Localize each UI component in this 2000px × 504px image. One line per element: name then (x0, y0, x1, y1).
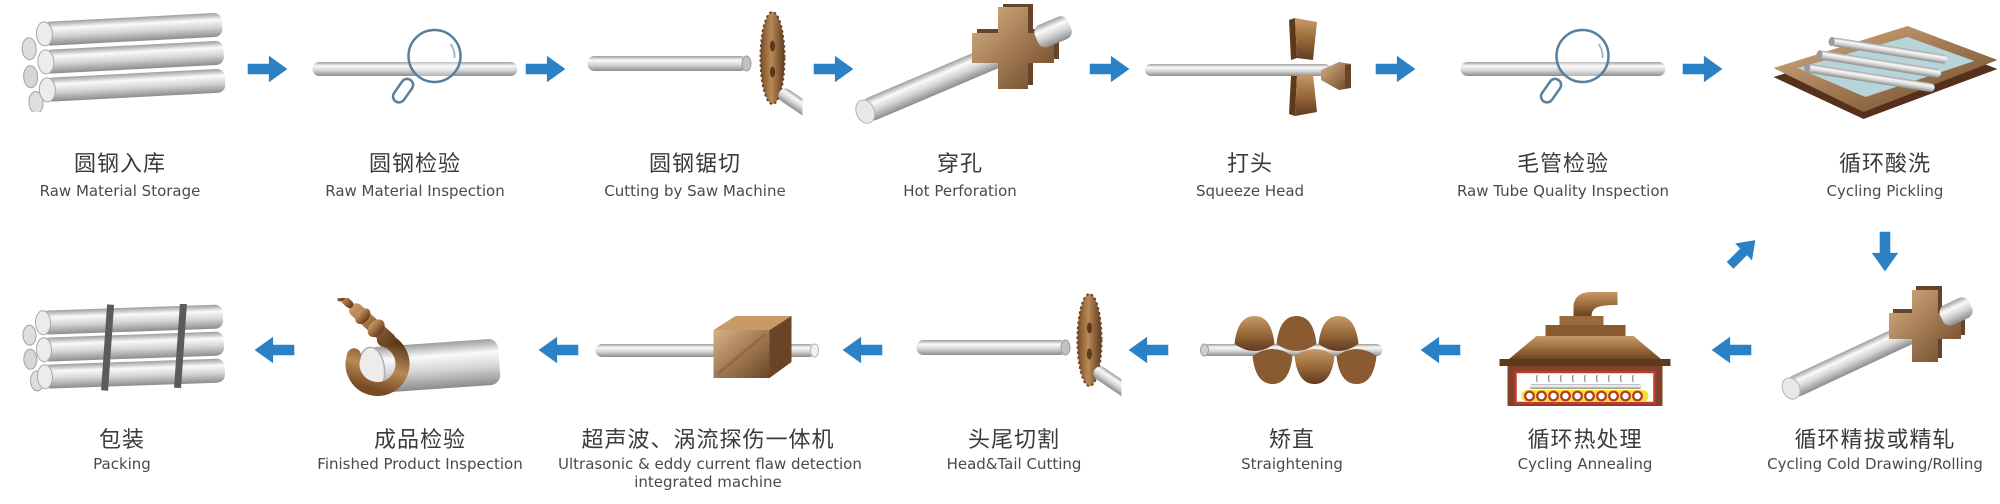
step-head-tail-cutting: 头尾切割 Head&Tail Cutting (864, 260, 1164, 504)
arrow-left-icon (253, 335, 295, 365)
annealing-furnace-icon (1488, 288, 1683, 406)
arrow-up-right-icon (1720, 230, 1766, 276)
step-title-zh: 穿孔 (936, 152, 983, 177)
packed-bundle-icon (12, 304, 232, 392)
step-title-en: Raw Material Storage (39, 182, 201, 200)
step-title-zh: 循环精拔或精轧 (1794, 428, 1956, 453)
step-raw-tube-inspection: 毛管检验 Raw Tube Quality Inspection (1413, 0, 1713, 215)
arrow-right-icon (1375, 54, 1417, 84)
piercing-die-icon (845, 4, 1075, 129)
step-cutting-by-saw: 圆钢锯切 Cutting by Saw Machine (545, 0, 845, 215)
step-title-zh: 圆钢锯切 (648, 152, 741, 177)
step-straightening: 矫直 Straightening (1142, 260, 1442, 504)
arrow-down-icon (1870, 231, 1900, 273)
saw-cutting-icon (587, 10, 803, 125)
saw-cutting-icon (907, 288, 1122, 403)
step-title-en-line2: integrated machine (634, 473, 782, 491)
cold-drawing-die-icon (1775, 286, 1975, 406)
arrow-left-icon (841, 335, 883, 365)
flaw-detector-box-icon (595, 310, 821, 385)
step-title-zh: 圆钢检验 (368, 152, 461, 177)
step-title-zh: 圆钢入库 (73, 152, 166, 177)
arrow-left-icon (1419, 335, 1461, 365)
step-title-en: Hot Perforation (903, 182, 1017, 200)
arrow-right-icon (1682, 54, 1724, 84)
arrow-right-icon (525, 54, 567, 84)
step-finished-product-inspection: 成品检验 Finished Product Inspection (270, 260, 570, 504)
step-title-en: Ultrasonic & eddy current flaw detection (558, 455, 862, 473)
step-title-zh: 循环热处理 (1527, 428, 1643, 453)
pickling-bath-icon (1768, 20, 2000, 120)
step-title-zh: 打头 (1226, 152, 1273, 177)
step-title-en: Packing (93, 455, 151, 473)
step-packing: 包装 Packing (0, 260, 272, 504)
step-title-en: Finished Product Inspection (317, 455, 523, 473)
step-title-en: Cutting by Saw Machine (604, 182, 786, 200)
pipe-bundle-icon (10, 12, 230, 112)
step-title-en: Head&Tail Cutting (946, 455, 1082, 473)
arrow-right-icon (247, 54, 289, 84)
step-title-en: Straightening (1241, 455, 1343, 473)
step-title-en: Cycling Cold Drawing/Rolling (1767, 455, 1983, 473)
step-title-zh: 超声波、涡流探伤一体机 (581, 428, 835, 453)
step-cycling-cold-drawing: 循环精拔或精轧 Cycling Cold Drawing/Rolling (1725, 260, 2000, 504)
step-title-zh: 成品检验 (373, 428, 466, 453)
step-title-zh: 头尾切割 (967, 428, 1060, 453)
magnifier-inspection-icon (312, 24, 518, 114)
arrow-right-icon (1089, 54, 1131, 84)
step-title-en: Cycling Annealing (1517, 455, 1653, 473)
step-cycling-annealing: 循环热处理 Cycling Annealing (1435, 260, 1735, 504)
step-title-en: Squeeze Head (1195, 182, 1305, 200)
step-cycling-pickling: 循环酸洗 Cycling Pickling (1735, 0, 2000, 215)
step-raw-material-inspection: 圆钢检验 Raw Material Inspection (265, 0, 565, 215)
step-title-zh: 包装 (98, 428, 145, 453)
step-raw-material-storage: 圆钢入库 Raw Material Storage (0, 0, 270, 215)
step-title-en: Cycling Pickling (1826, 182, 1944, 200)
arrow-left-icon (1127, 335, 1169, 365)
magnifier-inspection-icon (1460, 24, 1666, 114)
step-title-en: Raw Tube Quality Inspection (1456, 182, 1670, 200)
arrow-left-icon (537, 335, 579, 365)
step-title-zh: 毛管检验 (1516, 152, 1609, 177)
arrow-right-icon (813, 54, 855, 84)
arrow-left-icon (1710, 335, 1752, 365)
caliper-inspection-icon (337, 298, 503, 408)
step-squeeze-head: 打头 Squeeze Head (1100, 0, 1400, 215)
step-title-zh: 循环酸洗 (1838, 152, 1931, 177)
straightening-rolls-icon (1195, 316, 1390, 384)
step-title-zh: 矫直 (1268, 428, 1315, 453)
squeeze-head-die-icon (1145, 18, 1355, 118)
step-hot-perforation: 穿孔 Hot Perforation (810, 0, 1110, 215)
step-title-en: Raw Material Inspection (325, 182, 505, 200)
step-flaw-detection: 超声波、涡流探伤一体机 Ultrasonic & eddy current fl… (558, 260, 862, 504)
